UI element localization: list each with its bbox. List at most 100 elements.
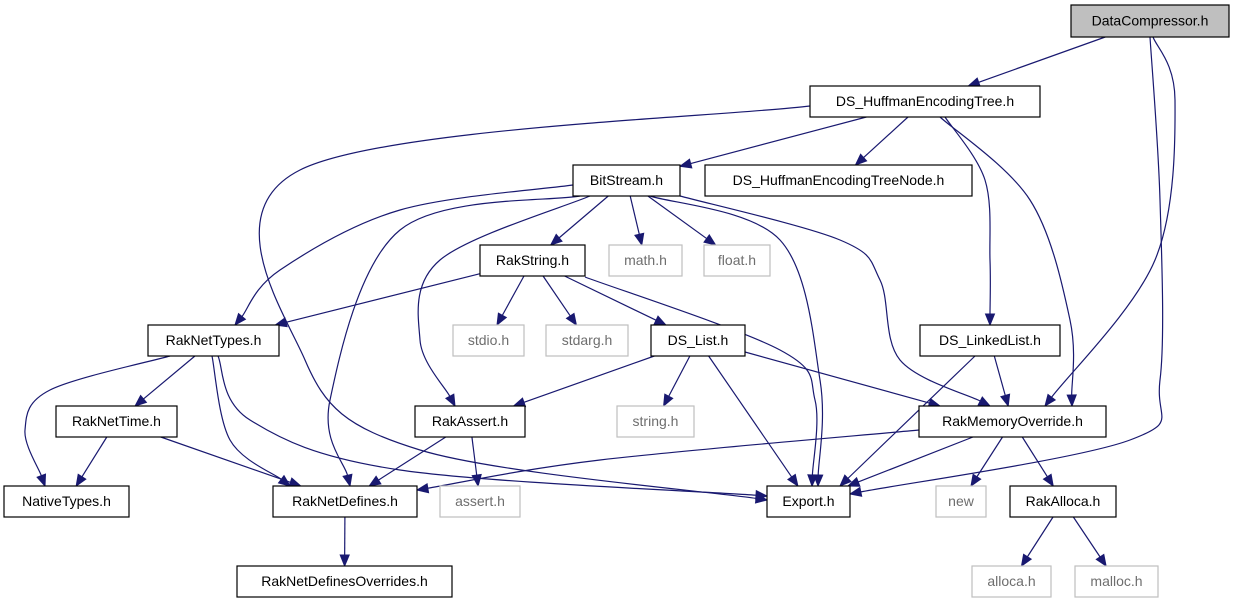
- node-DefinesOverrides[interactable]: RakNetDefinesOverrides.h: [236, 565, 453, 598]
- arrowhead-icon: [970, 473, 982, 488]
- node-box[interactable]: [545, 324, 629, 357]
- node-box[interactable]: [766, 485, 851, 518]
- node-box[interactable]: [608, 244, 683, 277]
- node-label: RakNetTypes.h: [166, 332, 262, 348]
- edge-line: [417, 195, 591, 397]
- edge-line: [542, 275, 571, 317]
- node-box[interactable]: [971, 565, 1052, 598]
- node-assert[interactable]: assert.h: [439, 485, 521, 518]
- node-DS_List[interactable]: DS_List.h: [650, 324, 746, 357]
- node-stdarg[interactable]: stdarg.h: [545, 324, 629, 357]
- node-box[interactable]: [1074, 565, 1159, 598]
- arrowhead-icon: [471, 473, 482, 488]
- edge-line: [690, 116, 867, 165]
- node-LinkedList[interactable]: DS_LinkedList.h: [919, 324, 1061, 357]
- edge-BitStream-to-RakNetDefines: [327, 195, 581, 488]
- edge-line: [24, 355, 171, 476]
- node-stdio[interactable]: stdio.h: [452, 324, 525, 357]
- node-box[interactable]: [147, 324, 280, 357]
- node-box[interactable]: [704, 164, 973, 197]
- node-float[interactable]: float.h: [703, 244, 771, 277]
- arrowhead-icon: [787, 473, 799, 488]
- edge-RakMemOverride-to-RakAlloca: [1021, 436, 1054, 488]
- edge-line: [708, 355, 793, 478]
- edge-RakNetTime-to-NativeTypes: [75, 436, 108, 488]
- edge-BitStream-to-RakAssert: [417, 195, 591, 408]
- node-malloc[interactable]: malloc.h: [1074, 565, 1159, 598]
- node-box[interactable]: [919, 324, 1061, 357]
- node-box[interactable]: [55, 405, 178, 438]
- node-BitStream[interactable]: BitStream.h: [572, 164, 681, 197]
- arrowhead-icon: [288, 477, 302, 488]
- node-new[interactable]: new: [935, 485, 987, 518]
- node-label: DS_HuffmanEncodingTree.h: [836, 93, 1014, 109]
- node-HuffNode[interactable]: DS_HuffmanEncodingTreeNode.h: [704, 164, 973, 197]
- node-label: RakMemoryOverride.h: [942, 413, 1083, 429]
- edge-RakString-to-Export: [584, 276, 818, 488]
- node-box[interactable]: [650, 324, 746, 357]
- edge-RakAssert-to-RakNetDefines: [368, 436, 447, 487]
- edge-HuffTree-to-BitStream: [678, 116, 867, 169]
- node-NativeTypes[interactable]: NativeTypes.h: [3, 485, 130, 518]
- edge-BitStream-to-float: [647, 195, 717, 246]
- edge-line: [258, 105, 811, 499]
- node-box[interactable]: [479, 244, 586, 277]
- node-box[interactable]: [809, 85, 1041, 118]
- node-box[interactable]: [918, 405, 1107, 438]
- node-box[interactable]: [572, 164, 681, 197]
- node-label: string.h: [633, 413, 679, 429]
- node-label: RakAlloca.h: [1026, 493, 1101, 509]
- node-box[interactable]: [272, 485, 418, 518]
- edge-line: [976, 436, 1004, 478]
- node-string[interactable]: string.h: [616, 405, 695, 438]
- node-RakString[interactable]: RakString.h: [479, 244, 586, 277]
- nodes-layer: DataCompressor.hDS_HuffmanEncodingTree.h…: [3, 4, 1230, 598]
- node-RakAssert[interactable]: RakAssert.h: [414, 405, 526, 438]
- node-HuffTree[interactable]: DS_HuffmanEncodingTree.h: [809, 85, 1041, 118]
- node-box[interactable]: [236, 565, 453, 598]
- edge-RakNetTime-to-RakNetDefines: [160, 436, 302, 488]
- edge-RakNetTypes-to-RakNetTime: [134, 355, 196, 407]
- node-box[interactable]: [439, 485, 521, 518]
- edge-DS_List-to-Export: [708, 355, 799, 488]
- node-box[interactable]: [1070, 4, 1230, 38]
- arrowhead-icon: [967, 77, 981, 88]
- edge-RakString-to-stdio: [496, 275, 525, 327]
- node-RakNetTypes[interactable]: RakNetTypes.h: [147, 324, 280, 357]
- edge-line: [217, 355, 757, 496]
- node-math[interactable]: math.h: [608, 244, 683, 277]
- edge-RakNetTypes-to-Export: [217, 355, 769, 501]
- edge-LinkedList-to-RakMemOverride: [993, 355, 1011, 408]
- node-box[interactable]: [616, 405, 695, 438]
- edge-line: [978, 36, 1106, 83]
- node-RakAlloca[interactable]: RakAlloca.h: [1009, 485, 1117, 518]
- node-RakNetTime[interactable]: RakNetTime.h: [55, 405, 178, 438]
- node-box[interactable]: [414, 405, 526, 438]
- node-RakNetDefines[interactable]: RakNetDefines.h: [272, 485, 418, 518]
- node-RakMemOverride[interactable]: RakMemoryOverride.h: [918, 405, 1107, 438]
- edge-DS_List-to-string: [662, 355, 691, 408]
- node-alloca[interactable]: alloca.h: [971, 565, 1052, 598]
- edge-line: [679, 195, 981, 402]
- node-box[interactable]: [3, 485, 130, 518]
- edge-line: [471, 436, 478, 476]
- node-Export[interactable]: Export.h: [766, 485, 851, 518]
- edge-line: [858, 436, 974, 483]
- arrowhead-icon: [415, 482, 430, 494]
- edge-RakMemOverride-to-RakNetDefines: [415, 429, 920, 494]
- node-DataCompressor[interactable]: DataCompressor.h: [1070, 4, 1230, 38]
- node-box[interactable]: [935, 485, 987, 518]
- node-label: RakAssert.h: [432, 413, 508, 429]
- edge-RakMemOverride-to-new: [970, 436, 1004, 488]
- node-box[interactable]: [452, 324, 525, 357]
- arrowhead-icon: [678, 158, 693, 169]
- arrowhead-icon: [984, 313, 996, 327]
- edge-RakString-to-RakNetTypes: [274, 273, 481, 328]
- edge-BitStream-to-RakString: [549, 195, 609, 246]
- node-box[interactable]: [703, 244, 771, 277]
- edge-DS_List-to-RakAssert: [512, 355, 655, 408]
- node-box[interactable]: [1009, 485, 1117, 518]
- arrowhead-icon: [1066, 394, 1077, 408]
- node-label: BitStream.h: [590, 172, 663, 188]
- node-label: stdarg.h: [562, 332, 613, 348]
